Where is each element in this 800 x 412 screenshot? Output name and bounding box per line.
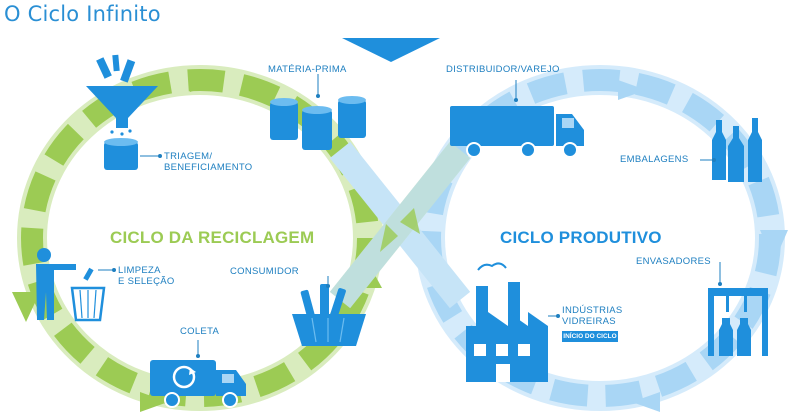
factory-icon [466, 262, 548, 382]
bottles-icon [712, 118, 762, 182]
person-trash-icon [36, 248, 106, 322]
label-materia-prima: MATÉRIA-PRIMA [268, 64, 347, 75]
recycling-truck-icon [150, 360, 246, 408]
label-consumidor: CONSUMIDOR [230, 266, 299, 277]
bottling-machine-icon [708, 288, 768, 356]
label-embalagens: EMBALAGENS [620, 154, 689, 165]
label-coleta: COLETA [180, 326, 220, 337]
label-distribuidor: DISTRIBUIDOR/VAREJO [446, 64, 560, 75]
production-loop [415, 65, 788, 412]
inicio-ciclo-badge: INÍCIO DO CICLO [562, 331, 618, 342]
crossing-arrows [329, 141, 471, 309]
delivery-truck-icon [450, 106, 584, 158]
production-cycle-title: CICLO PRODUTIVO [500, 228, 662, 247]
barrels-icon [270, 96, 366, 150]
basket-bottles-icon [292, 284, 366, 346]
label-limpeza: LIMPEZA E SELEÇÃO [118, 265, 175, 287]
label-envasadores: ENVASADORES [636, 256, 711, 267]
label-industrias: INDÚSTRIAS VIDREIRAS [562, 305, 623, 327]
downward-triangle-icon [342, 38, 440, 62]
funnel-bottles-icon [86, 54, 158, 136]
drum-icon [104, 138, 138, 170]
page-title: O Ciclo Infinito [4, 2, 161, 26]
recycling-cycle-title: CICLO DA RECICLAGEM [110, 228, 315, 247]
label-triagem: TRIAGEM/ BENEFICIAMENTO [164, 151, 253, 173]
